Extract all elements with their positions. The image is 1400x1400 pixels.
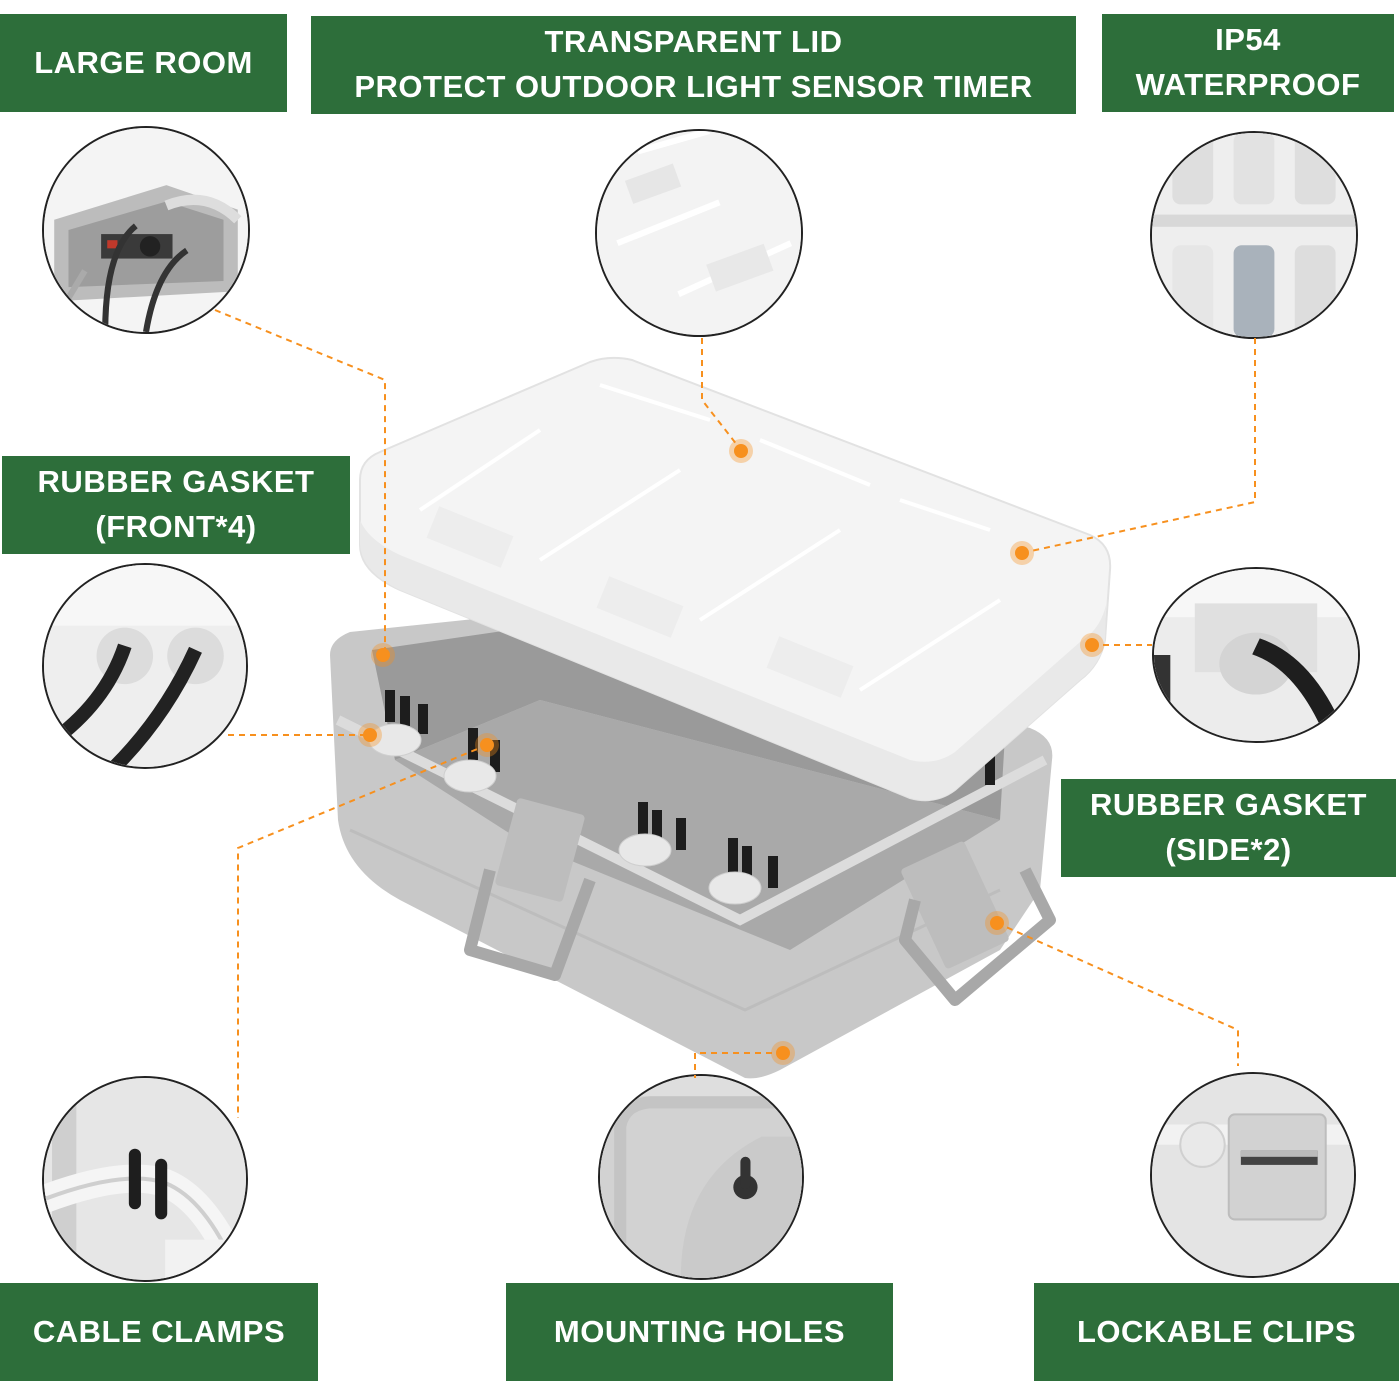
callout-dot-lockable-clips <box>985 911 1009 935</box>
label-text: LOCKABLE CLIPS <box>1076 1313 1357 1349</box>
callout-dot-gasket-front <box>358 723 382 747</box>
box-with-cables-icon <box>44 128 248 332</box>
callout-dot-cable-clamps <box>475 733 499 757</box>
label-text: IP54 <box>1215 22 1281 58</box>
label-text: TRANSPARENT LID <box>544 24 843 60</box>
label-text: MOUNTING HOLES <box>553 1313 846 1349</box>
label-text: (SIDE*2) <box>1165 832 1292 867</box>
clamp-closeup-icon <box>44 1078 246 1280</box>
latch-left <box>464 798 596 981</box>
label-text: RUBBER GASKET <box>37 464 315 500</box>
callout-dot-mounting-holes <box>771 1041 795 1065</box>
lid-closeup-icon <box>597 131 801 335</box>
front-gasket-cables-icon <box>44 565 246 767</box>
inset-large-room <box>42 126 250 334</box>
callout-dot-gasket-side <box>1080 633 1104 657</box>
label-text: (FRONT*4) <box>95 509 257 544</box>
label-text: RUBBER GASKET <box>1090 787 1367 823</box>
callout-line-waterproof <box>1021 338 1256 554</box>
transparent-lid <box>359 356 1112 802</box>
label-gasket-side: RUBBER GASKET (SIDE*2) <box>1061 779 1396 877</box>
lid-seal-closeup-icon <box>1152 133 1356 337</box>
callout-lines <box>214 309 1256 1118</box>
callout-dot-waterproof <box>1010 541 1034 565</box>
inset-lockable-clips <box>1150 1072 1356 1278</box>
callout-line-lockable-clips <box>996 922 1239 1066</box>
label-lockable-clips: LOCKABLE CLIPS <box>1034 1283 1399 1381</box>
label-text: CABLE CLAMPS <box>32 1313 286 1349</box>
latch-clip-icon <box>1152 1074 1354 1276</box>
label-cable-clamps: CABLE CLAMPS <box>0 1283 318 1381</box>
latch-right <box>899 841 1056 1006</box>
label-transparent-lid: TRANSPARENT LID PROTECT OUTDOOR LIGHT SE… <box>311 16 1076 114</box>
box-body <box>330 610 1056 1079</box>
callout-dots <box>358 439 1104 1065</box>
label-text: LARGE ROOM <box>34 44 253 80</box>
side-gasket-cable-icon <box>1154 569 1358 741</box>
label-text: WATERPROOF <box>1135 67 1361 102</box>
label-waterproof: IP54 WATERPROOF <box>1102 14 1394 112</box>
label-mounting-holes: MOUNTING HOLES <box>506 1283 893 1381</box>
inset-cable-clamps <box>42 1076 248 1282</box>
label-text: PROTECT OUTDOOR LIGHT SENSOR TIMER <box>354 69 1033 104</box>
label-gasket-front: RUBBER GASKET (FRONT*4) <box>2 456 350 554</box>
callout-dot-large-room <box>371 643 395 667</box>
inset-mounting-holes <box>598 1074 804 1280</box>
callout-dot-transparent-lid <box>729 439 753 463</box>
callout-line-cable-clamps <box>237 744 488 1118</box>
inset-waterproof <box>1150 131 1358 339</box>
inset-gasket-side <box>1152 567 1360 743</box>
keyhole-mount-icon <box>600 1076 802 1278</box>
callout-line-transparent-lid <box>701 338 742 451</box>
inset-gasket-front <box>42 563 248 769</box>
inset-transparent-lid <box>595 129 803 337</box>
label-large-room: LARGE ROOM <box>0 14 287 112</box>
